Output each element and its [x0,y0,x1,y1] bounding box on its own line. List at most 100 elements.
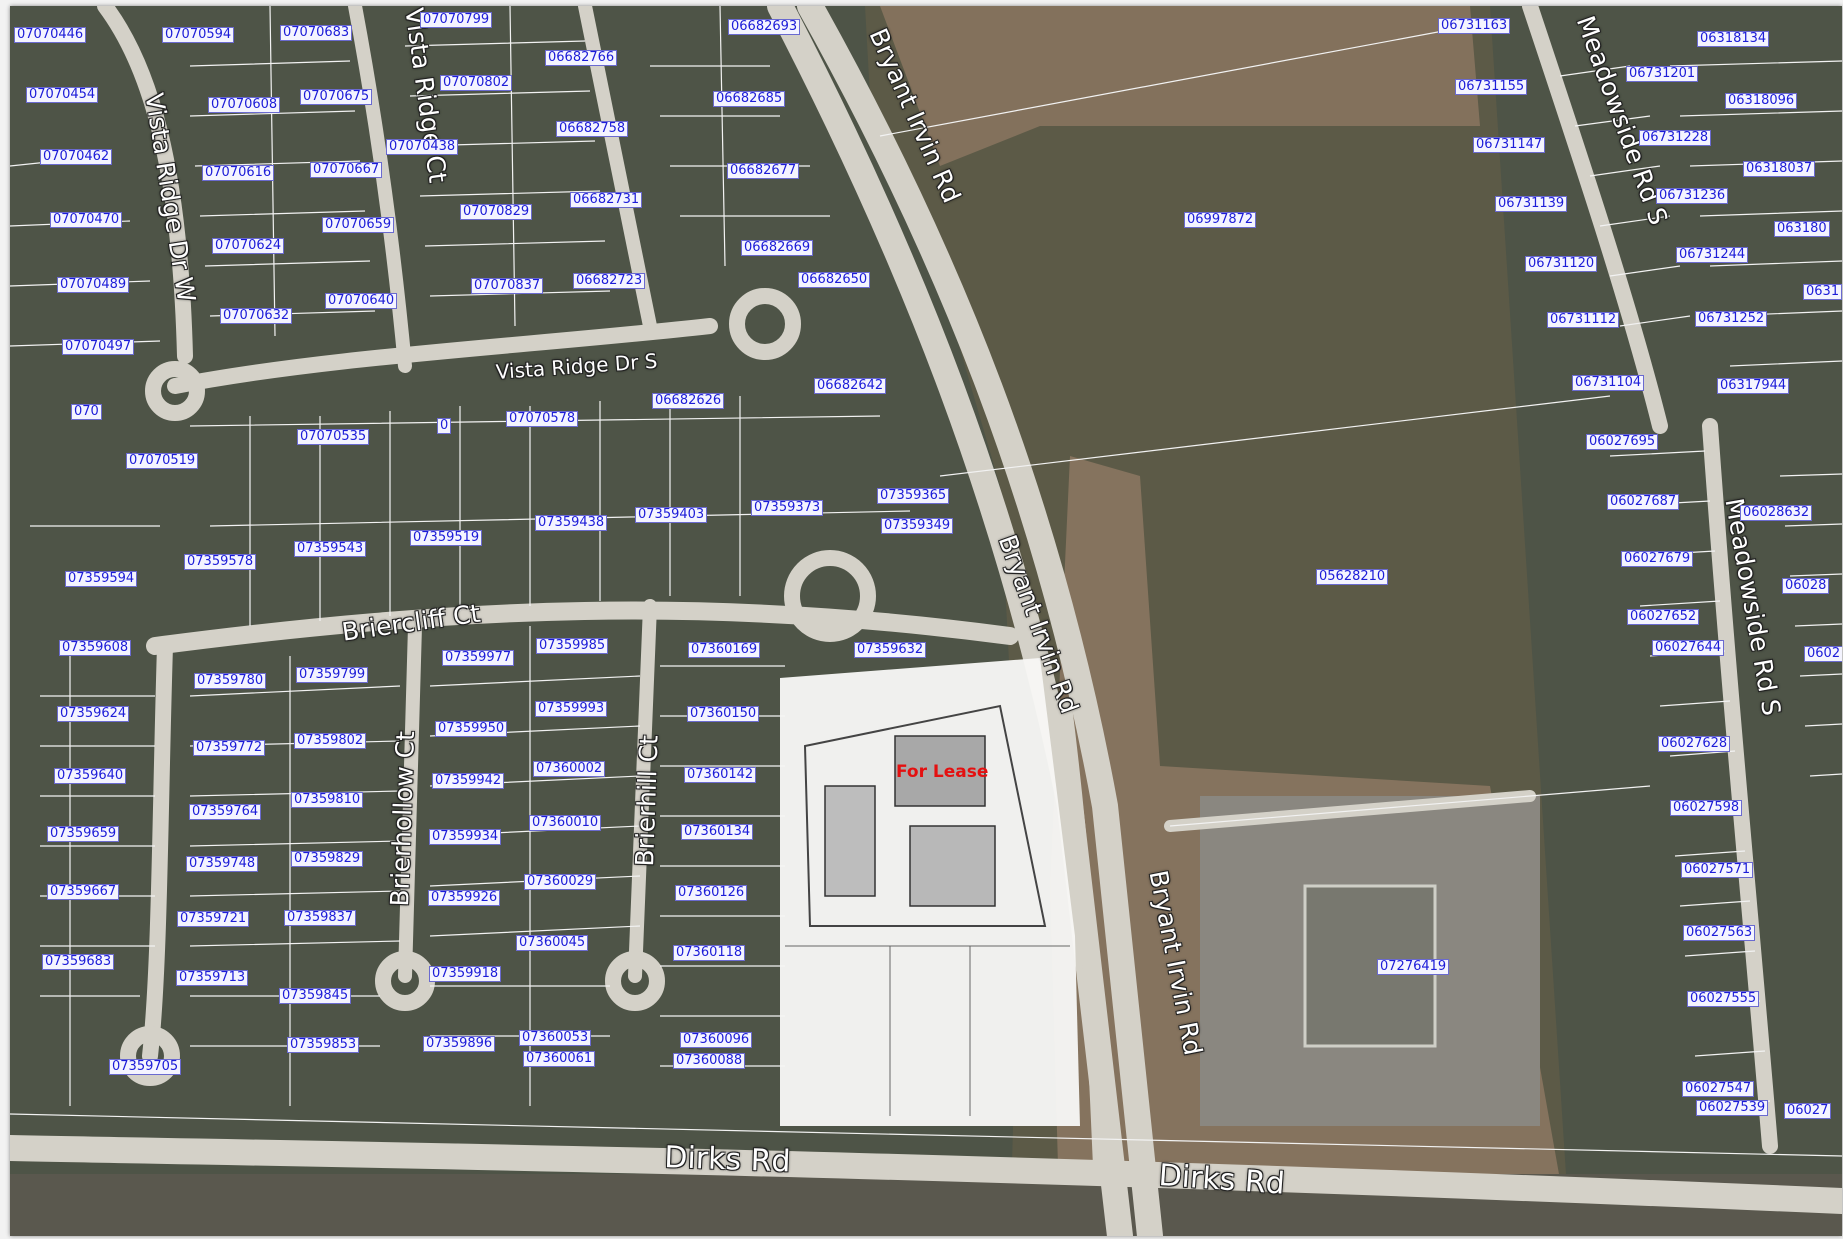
road-dirks[interactable] [10,1135,1842,1214]
cul-de-sac-brierhollow[interactable] [375,951,435,1011]
parcel-label[interactable]: 06682766 [545,50,618,66]
parcel-label[interactable]: 06027644 [1652,640,1725,656]
parcel-label[interactable]: 07359934 [429,829,502,845]
parcel-label[interactable]: 06682642 [814,378,887,394]
parcel-label[interactable]: 05628210 [1316,569,1389,585]
parcel-label[interactable]: 07359810 [291,792,364,808]
parcel-label[interactable]: 06317944 [1717,378,1790,394]
parcel-label[interactable]: 07359721 [177,911,250,927]
parcel-label[interactable]: 06028 [1782,578,1830,594]
parcel-label[interactable]: 07359543 [294,541,367,557]
parcel-label[interactable]: 07070659 [322,217,395,233]
parcel-label[interactable]: 06027563 [1683,925,1756,941]
parcel-label[interactable]: 0 [437,418,452,434]
cul-de-sac-brierhill[interactable] [605,951,665,1011]
road-vista-ridge-dr-w[interactable] [97,6,193,364]
parcel-label[interactable]: 07360088 [673,1053,746,1069]
parcel-label[interactable]: 07070519 [126,453,199,469]
parcel-label[interactable]: 07359748 [186,856,259,872]
parcel-label[interactable]: 07359640 [54,768,127,784]
parcel-label[interactable]: 07359799 [296,667,369,683]
parcel-label[interactable]: 070 [71,404,102,420]
aerial-parcel-map[interactable]: For Lease Vista Ridge Dr W Vista Ridge C… [10,6,1842,1236]
parcel-label[interactable]: 07360150 [687,706,760,722]
parcel-label[interactable]: 06731244 [1676,247,1749,263]
parcel-label[interactable]: 06028632 [1740,505,1813,521]
parcel-label[interactable]: 07360002 [533,761,606,777]
parcel-label[interactable]: 06731236 [1656,188,1729,204]
parcel-label[interactable]: 07359608 [59,640,132,656]
parcel-label[interactable]: 07359950 [435,721,508,737]
parcel-label[interactable]: 06027695 [1586,434,1659,450]
parcel-label[interactable]: 07359519 [410,530,483,546]
parcel-label[interactable]: 07359594 [65,571,138,587]
parcel-label[interactable]: 07359349 [881,518,954,534]
parcel-label[interactable]: 07359985 [536,638,609,654]
parcel-label[interactable]: 07070632 [220,308,293,324]
for-lease-label[interactable]: For Lease [896,762,989,782]
parcel-label[interactable]: 07359624 [57,706,130,722]
parcel-label[interactable]: 06682669 [741,240,814,256]
road-bryant-irvin-west[interactable] [767,6,1133,1236]
parcel-label[interactable]: 07359764 [189,804,262,820]
parcel-label[interactable]: 07070497 [62,339,135,355]
parcel-label[interactable]: 07360142 [684,767,757,783]
parcel-label[interactable]: 06731139 [1495,196,1568,212]
parcel-label[interactable]: 06027571 [1681,862,1754,878]
parcel-label[interactable]: 07070624 [212,238,285,254]
parcel-label[interactable]: 07070829 [460,204,533,220]
parcel-label[interactable]: 07359853 [287,1037,360,1053]
parcel-label[interactable]: 06027539 [1696,1100,1769,1116]
parcel-label[interactable]: 0602 [1804,646,1842,662]
parcel-label[interactable]: 07359705 [109,1059,182,1075]
road-brierhollow-ct[interactable] [398,619,422,983]
parcel-label[interactable]: 07360010 [529,815,602,831]
parcel-label[interactable]: 06731155 [1455,79,1528,95]
parcel-label[interactable]: 07070594 [162,27,235,43]
parcel-label[interactable]: 06027687 [1607,494,1680,510]
parcel-label[interactable]: 07359438 [535,515,608,531]
parcel-label[interactable]: 07070462 [40,149,113,165]
parcel-label[interactable]: 06682685 [713,91,786,107]
parcel-label[interactable]: 07070578 [506,411,579,427]
parcel-label[interactable]: 06318096 [1725,93,1798,109]
parcel-label[interactable]: 06682758 [556,121,629,137]
parcel-label[interactable]: 07359845 [279,988,352,1004]
parcel-label[interactable]: 07359829 [291,851,364,867]
parcel-label[interactable]: 07070667 [310,162,383,178]
parcel-label[interactable]: 06027679 [1621,551,1694,567]
parcel-label[interactable]: 07359713 [176,970,249,986]
parcel-label[interactable]: 07359977 [442,650,515,666]
parcel-label[interactable]: 06997872 [1184,212,1257,228]
cul-de-sac-west[interactable] [120,1026,180,1086]
parcel-label[interactable]: 07360169 [688,642,761,658]
parcel-label[interactable]: 07359667 [47,884,120,900]
parcel-label[interactable]: 06731201 [1626,66,1699,82]
parcel-label[interactable]: 07359837 [284,910,357,926]
road-vista-ridge-ct[interactable] [348,6,412,373]
parcel-label[interactable]: 07276419 [1377,959,1450,975]
parcel-label[interactable]: 07360045 [516,935,589,951]
parcel-label[interactable]: 06731147 [1473,137,1546,153]
road-briercliff-ct[interactable] [146,601,1019,655]
parcel-label[interactable]: 07070675 [300,89,373,105]
site-plan-overlay[interactable] [780,658,1080,1126]
parcel-label[interactable]: 07359683 [42,954,115,970]
parcel-label[interactable]: 06682731 [570,192,643,208]
parcel-label[interactable]: 07360134 [681,824,754,840]
parcel-label[interactable]: 07359772 [193,740,266,756]
parcel-label[interactable]: 07070616 [202,165,275,181]
parcel-label[interactable]: 07359578 [184,554,257,570]
parcel-label[interactable]: 063180 [1774,221,1830,237]
parcel-label[interactable]: 07070438 [386,139,459,155]
parcel-label[interactable]: 07359942 [432,773,505,789]
parcel-label[interactable]: 07359659 [47,826,120,842]
parcel-label[interactable]: 06318134 [1697,31,1770,47]
parcel-label[interactable]: 06682693 [728,19,801,35]
parcel-label[interactable]: 06682677 [727,163,800,179]
parcel-label[interactable]: 07070683 [280,25,353,41]
parcel-label[interactable]: 06318037 [1743,161,1816,177]
parcel-label[interactable]: 07359403 [635,507,708,523]
parcel-label[interactable]: 06731112 [1547,312,1620,328]
parcel-label[interactable]: 06682626 [652,393,725,409]
